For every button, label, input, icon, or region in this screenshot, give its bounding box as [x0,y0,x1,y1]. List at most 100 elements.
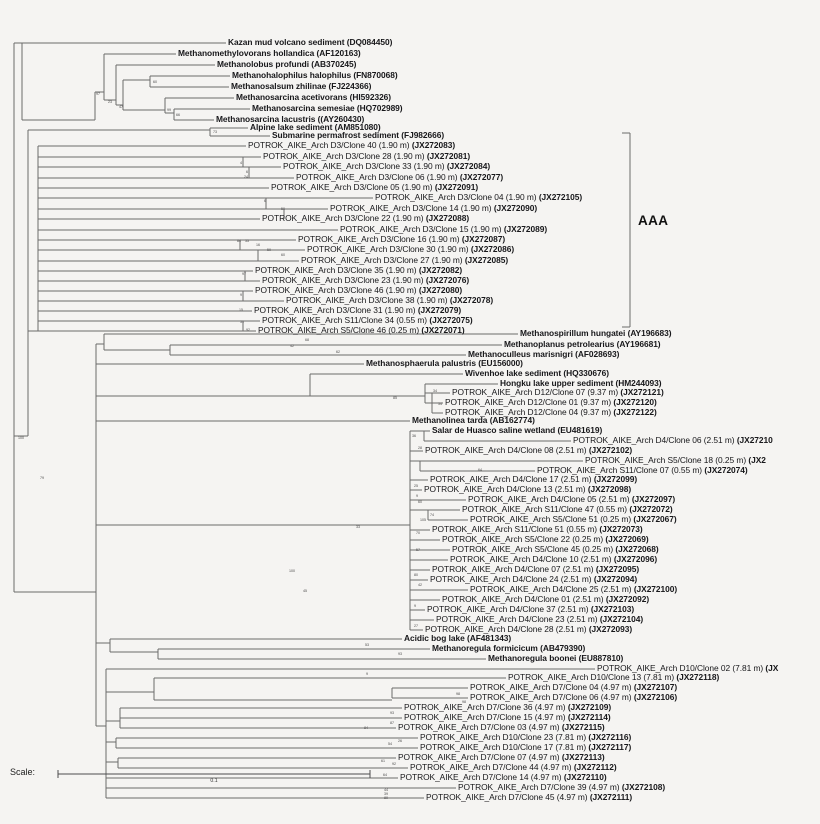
accession-number: (JX272110) [563,772,607,782]
bootstrap-value: 16 [256,243,260,247]
accession-number: (JX272096) [613,554,658,564]
accession-number: (JX272117) [588,742,632,752]
tree-leaf-label: POTROK_AIKE_Arch D7/Clone 03 (4.97 m) (J… [398,722,605,732]
tree-leaf-label: POTROK_AIKE_Arch S11/Clone 34 (0.55 m) (… [262,315,473,325]
tree-leaf-label: POTROK_AIKE_Arch D3/Clone 06 (1.90 m) (J… [296,172,504,182]
bootstrap-value: 59 [267,248,271,252]
tree-leaf-label: Methanosarcina semesiae (HQ702989) [252,103,403,113]
tree-leaf-label: Methanomethylovorans hollandica (AF12016… [178,48,361,58]
bootstrap-value: 9 [414,604,416,608]
bootstrap-value: 31 [240,320,244,324]
bootstrap-value: 36 [412,434,416,438]
accession-number: (JX272087) [461,234,506,244]
bootstrap-value: 61 [381,759,385,763]
bootstrap-value: 23 [108,100,112,104]
tree-leaf-label: POTROK_AIKE_Arch D12/Clone 04 (9.37 m) (… [445,407,657,417]
accession-number: (JX272088) [425,213,470,223]
accession-number: (JX272075) [429,315,473,325]
accession-number: (JX272109) [567,702,612,712]
accession-number: (JX272115) [561,722,605,732]
tree-leaf-label: POTROK_AIKE_Arch D3/Clone 35 (1.90 m) (J… [255,265,463,275]
accession-number: (JX272067) [633,514,677,524]
bootstrap-value: 44 [384,788,388,792]
accession-number: (JX272105) [538,192,583,202]
tree-leaf-label: POTROK_AIKE_Arch D4/Clone 10 (2.51 m) (J… [450,554,658,564]
bootstrap-value: 26 [398,739,402,743]
accession-number: (JX272084) [446,161,491,171]
tree-leaf-label: POTROK_AIKE_Arch D4/Clone 05 (2.51 m) (J… [468,494,676,504]
bootstrap-value: 6 [264,199,266,203]
tree-leaf-label: POTROK_AIKE_Arch D3/Clone 46 (1.90 m) (J… [255,285,463,295]
bootstrap-value: 6 [246,170,248,174]
tree-leaf-label: POTROK_AIKE_Arch D3/Clone 30 (1.90 m) (J… [307,244,515,254]
tree-leaf-label: Methanosalsum zhilinae (FJ224366) [231,81,372,91]
tree-leaf-label: POTROK_AIKE_Arch D4/Clone 37 (2.51 m) (J… [427,604,635,614]
tree-leaf-label: POTROK_AIKE_Arch D7/Clone 07 (4.97 m) (J… [398,752,605,762]
tree-leaf-label: Methanoculleus marisnigri (AF028693) [468,349,620,359]
tree-leaf-label: POTROK_AIKE_Arch S5/Clone 46 (0.25 m) (J… [258,325,465,335]
accession-number: (JX272094) [593,574,638,584]
bootstrap-value: 92 [246,328,250,332]
bootstrap-value: 34 [433,389,437,393]
tree-leaf-label: POTROK_AIKE_Arch D4/Clone 23 (2.51 m) (J… [436,614,644,624]
accession-number: (JX272089) [503,224,548,234]
accession-number: (JX272112) [573,762,617,772]
accession-number: (JX272102) [588,445,633,455]
tree-leaf-label: POTROK_AIKE_Arch D10/Clone 17 (7.81 m) (… [420,742,632,752]
bootstrap-value: 33 [356,525,360,529]
bootstrap-value: 57 [416,548,420,552]
accession-number: (JX272077) [459,172,504,182]
accession-number: (JX272085) [464,255,509,265]
accession-number: (JX272079) [417,305,462,315]
tree-leaf-label: POTROK_AIKE_Arch D7/Clone 14 (4.97 m) (J… [400,772,607,782]
bootstrap-value: 100 [18,436,24,440]
bootstrap-value: 97 [242,272,246,276]
tree-leaf-label: POTROK_AIKE_Arch D12/Clone 07 (9.37 m) (… [452,387,664,397]
bootstrap-value: 64 [383,773,387,777]
tree-leaf-label: POTROK_AIKE_Arch D7/Clone 45 (4.97 m) (J… [426,792,633,802]
tree-leaf-label: POTROK_AIKE_Arch D7/Clone 06 (4.97 m) (J… [470,692,678,702]
accession-number: (JX2 [748,455,766,465]
bootstrap-value: 70 [416,531,420,535]
accession-number: (JX272097) [631,494,676,504]
tree-leaf-label: POTROK_AIKE_Arch D4/Clone 28 (2.51 m) (J… [425,624,633,634]
accession-number: (JX272107) [633,682,678,692]
bootstrap-value: 85 [393,396,397,400]
accession-number: (JX272116) [588,732,632,742]
accession-number: (JX272081) [426,151,471,161]
bootstrap-value: 62 [336,350,340,354]
bootstrap-value: 100 [289,569,295,573]
bootstrap-value: 98 [456,692,460,696]
tree-leaf-label: POTROK_AIKE_Arch D3/Clone 23 (1.90 m) (J… [262,275,470,285]
tree-leaf-label: POTROK_AIKE_Arch D3/Clone 27 (1.90 m) (J… [301,255,509,265]
bootstrap-value: 60 [281,253,285,257]
scale-bar-label: Scale: [10,767,36,777]
tree-leaf-label: Methanosarcina lacustris ((AY260430) [216,114,365,124]
accession-number: (JX272071) [421,325,465,335]
tree-leaf-label: POTROK_AIKE_Arch D3/Clone 31 (1.90 m) (J… [254,305,462,315]
tree-leaf-label: Submarine permafrost sediment (FJ982666) [272,130,445,140]
scale-bar-graphic [57,770,371,778]
bootstrap-value: 99 [167,108,171,112]
tree-leaf-label: Methanospirillum hungatei (AY196683) [520,328,672,338]
bootstrap-value: 25 [414,484,418,488]
bootstrap-value: 68 [305,338,309,342]
bootstrap-value: 84 [237,239,241,243]
bootstrap-value: 28 [418,446,422,450]
tree-leaf-label: POTROK_AIKE_Arch D3/Clone 14 (1.90 m) (J… [330,203,538,213]
tree-leaf-label: POTROK_AIKE_Arch D3/Clone 16 (1.90 m) (J… [298,234,506,244]
accession-number: (JX272069) [605,534,649,544]
tree-leaf-label: POTROK_AIKE_Arch D7/Clone 04 (4.97 m) (J… [470,682,678,692]
tree-leaf-label: Methanolobus profundi (AB370245) [217,59,357,69]
accession-number: (JX272083) [411,140,456,150]
bootstrap-value: 60 [153,80,157,84]
accession-number: (JX272104) [599,614,644,624]
bootstrap-value: 34 [438,402,442,406]
tree-leaf-label: Methanohalophilus halophilus (FN870068) [232,70,398,80]
scale-bar-value: 0.1 [210,778,218,784]
accession-number: (JX272072) [629,504,673,514]
tree-leaf-label: POTROK_AIKE_Arch D7/Clone 15 (4.97 m) (J… [404,712,611,722]
accession-number: (JX272111) [589,792,633,802]
tree-leaf-label: POTROK_AIKE_Arch D4/Clone 08 (2.51 m) (J… [425,445,633,455]
tree-leaf-label: Wivenhoe lake sediment (HQ330676) [465,368,609,378]
